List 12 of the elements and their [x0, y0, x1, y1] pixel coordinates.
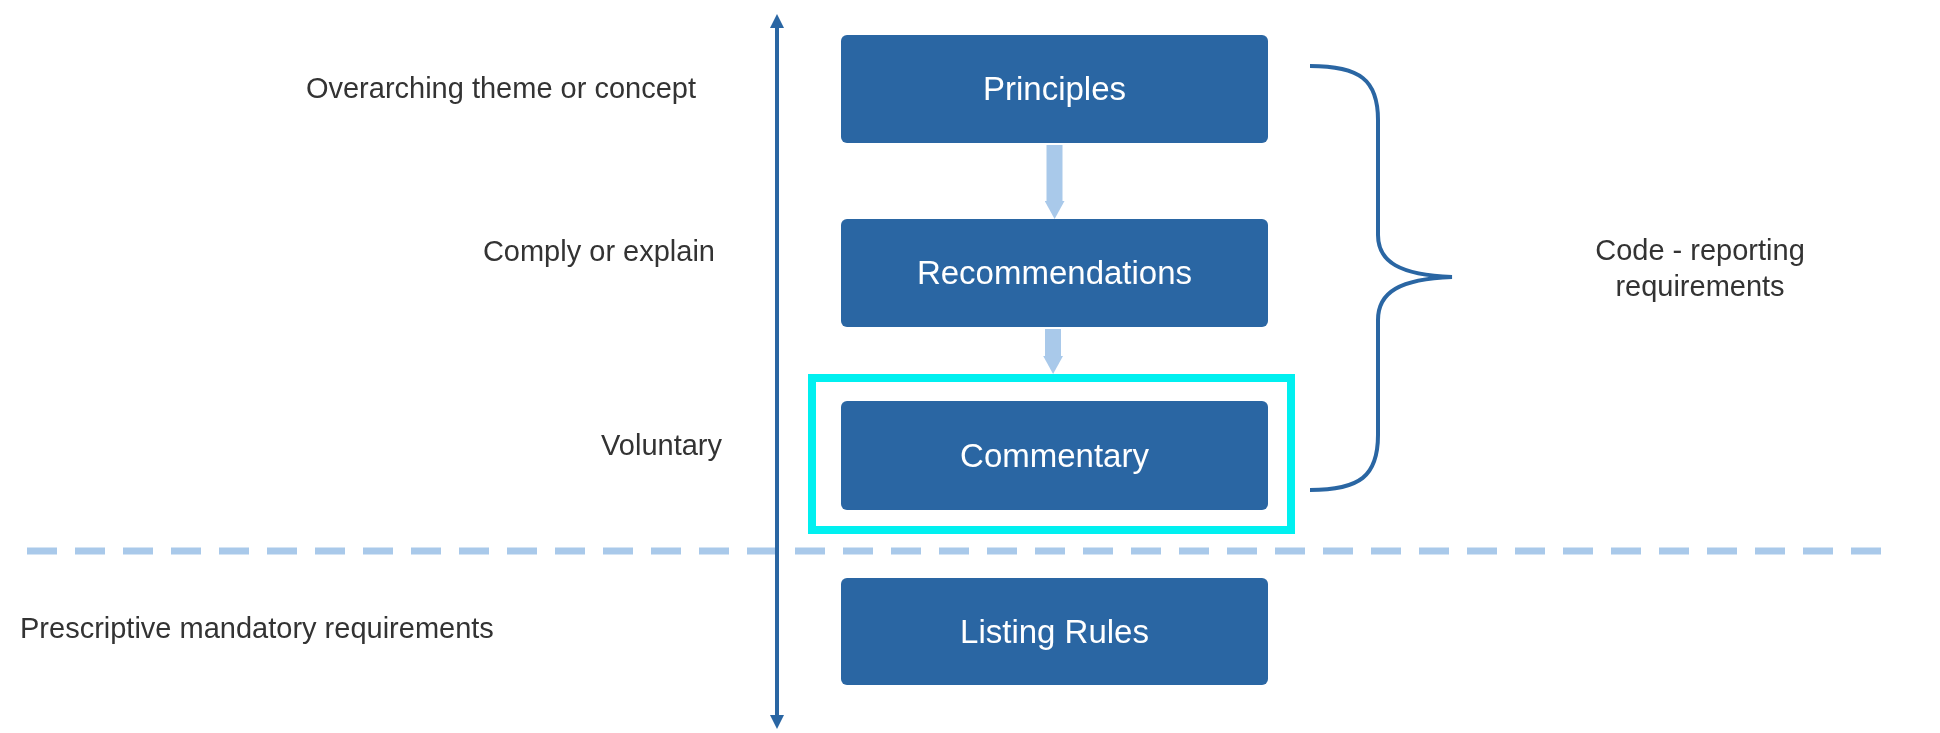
- annotation-text: Code - reporting requirements: [1594, 233, 1806, 305]
- process-box: Commentary: [841, 401, 1268, 510]
- annotation-text: Comply or explain: [481, 234, 715, 269]
- process-box: Recommendations: [841, 219, 1268, 327]
- block-arrow: [1044, 145, 1065, 219]
- annotation-text: Overarching theme or concept: [304, 71, 696, 106]
- annotation-text: Voluntary: [600, 428, 722, 463]
- annotation-text: Prescriptive mandatory requirements: [20, 611, 495, 646]
- process-box: Listing Rules: [841, 578, 1268, 685]
- highlight-frame: [808, 374, 1295, 534]
- process-box: Principles: [841, 35, 1268, 143]
- block-arrow: [1043, 329, 1063, 374]
